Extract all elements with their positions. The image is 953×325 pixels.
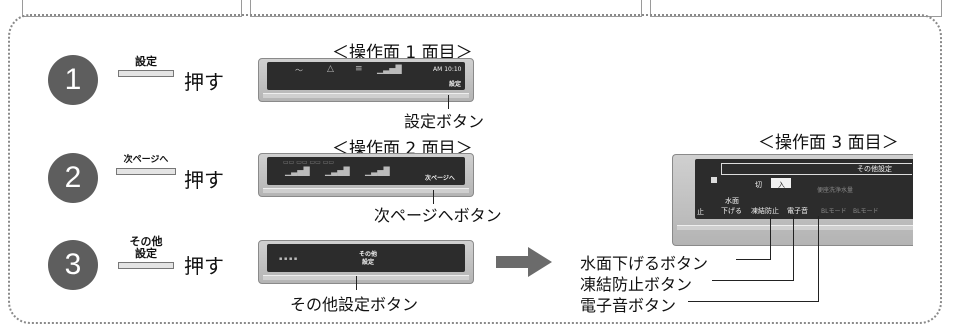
frame-tab-middle [250, 0, 642, 17]
step-2-button-icon: 次ページへ [116, 154, 176, 175]
panel-3-small: ▪ ▪ ▪ ▪ その他 設定 [258, 240, 474, 284]
step-3-button-text-line2: 設定 [135, 247, 157, 260]
callout-water-line-v [770, 216, 771, 260]
panel-2-level-2-icon: ▁▃▅█ [325, 167, 350, 176]
step-2-button-text: 次ページへ [123, 155, 169, 165]
panel-1-setting-key: 設定 [449, 81, 462, 88]
panel-1-strip [263, 93, 469, 98]
callout-1-line [448, 95, 449, 109]
step-3-action: 押す [184, 254, 224, 278]
panel-3-right-label-2: BLモード [821, 208, 847, 215]
panel-3: その他設定 切 入 便座洗浄水量 止 水面 下げる 凍結防止 電子音 BLモード… [672, 154, 913, 246]
frame-tab-left [22, 0, 242, 17]
panel-2-level-1-icon: ▁▃▅█ [285, 167, 310, 176]
panel-3-small-center-key-line1: その他 [359, 251, 378, 258]
step-1-action: 押す [184, 70, 224, 94]
panel-1-screen: 〜 △ ≡ ▁▃▅█ AM 10:10 設定 [267, 62, 465, 90]
panel-3-key3: 電子音 [787, 207, 808, 215]
panel-3-title: ＜操作面 3 面目＞ [758, 133, 899, 153]
next-arrow-icon [496, 247, 552, 277]
panel-2-tab-row: ▭▭ ▭▭ ▭▭ ▭▭ [283, 159, 335, 166]
callout-water-line-h [736, 259, 771, 260]
frame-tab-right [650, 0, 942, 17]
panel-3-off-label: 切 [755, 181, 762, 189]
panel-1-time: AM 10:10 [433, 66, 462, 73]
step-2-button-bar [116, 168, 176, 175]
panel-3-screen: その他設定 切 入 便座洗浄水量 止 水面 下げる 凍結防止 電子音 BLモード… [695, 159, 913, 219]
panel-1-level-icon: ▁▃▅█ [377, 65, 402, 74]
callout-beep-line-h [688, 301, 819, 302]
step-3-button-bar [118, 262, 174, 269]
panel-3-right-label-3: BLモード [853, 208, 879, 215]
panel-3-on-label: 入 [778, 181, 785, 189]
callout-freeze-line-h [712, 280, 794, 281]
callout-2-line [433, 190, 434, 204]
callout-next-page-button: 次ページへボタン [374, 206, 502, 225]
step-1-button-text: 設定 [135, 55, 157, 68]
step-1-button-bar [118, 70, 174, 77]
step-3-button-text-line1: その他 [129, 235, 163, 248]
panel-3-key2: 凍結防止 [751, 207, 779, 215]
panel-3-header-text: その他設定 [857, 165, 892, 173]
step-1-number: 1 [48, 55, 98, 105]
panel-3-key1-line2: 下げる [721, 207, 742, 215]
callout-freeze-line-v [793, 216, 794, 281]
panel-1: 〜 △ ≡ ▁▃▅█ AM 10:10 設定 [258, 58, 474, 102]
panel-3-small-screen: ▪ ▪ ▪ ▪ その他 設定 [267, 244, 465, 272]
panel-3-on-box [771, 178, 791, 188]
callout-beep-button: 電子音ボタン [580, 296, 677, 315]
step-3-number: 3 [48, 240, 98, 290]
panel-1-lines-icon: ≡ [355, 64, 363, 74]
callout-3-line [356, 276, 357, 290]
panel-3-small-strip [263, 275, 469, 280]
callout-setting-button: 設定ボタン [404, 112, 485, 131]
panel-1-wave-icon: 〜 [295, 66, 303, 75]
callout-water-lower-button: 水面下げるボタン [580, 254, 709, 273]
panel-3-header-box [721, 163, 912, 175]
panel-3-small-center-key-line2: 設定 [362, 259, 375, 266]
step-3-button-icon: その他 設定 [118, 236, 174, 269]
panel-3-right-label-1: 便座洗浄水量 [817, 187, 854, 194]
panel-3-indicator [711, 177, 717, 183]
callout-beep-line-v [818, 216, 819, 302]
panel-2: ▭▭ ▭▭ ▭▭ ▭▭ ▁▃▅█ ▁▃▅█ ▁▃▅█ 次ページへ [258, 153, 474, 197]
panel-2-level-3-icon: ▁▃▅█ [365, 167, 390, 176]
panel-2-screen: ▭▭ ▭▭ ▭▭ ▭▭ ▁▃▅█ ▁▃▅█ ▁▃▅█ 次ページへ [267, 157, 465, 185]
panel-3-small-left-keys: ▪ ▪ ▪ ▪ [279, 256, 298, 262]
panel-2-next-key: 次ページへ [425, 175, 455, 182]
callout-other-settings-button: その他設定ボタン [290, 295, 419, 314]
panel-1-triangle-icon: △ [327, 64, 334, 74]
panel-3-strip [677, 225, 913, 230]
step-2-number: 2 [48, 153, 98, 203]
step-2-action: 押す [184, 168, 224, 192]
callout-freeze-protection-button: 凍結防止ボタン [580, 275, 693, 294]
panel-2-strip [263, 188, 469, 193]
panel-3-key1-line1: 水面 [725, 197, 739, 205]
panel-3-stop-label: 止 [697, 208, 704, 216]
step-1-button-icon: 設定 [118, 56, 174, 77]
instruction-box [8, 14, 942, 324]
